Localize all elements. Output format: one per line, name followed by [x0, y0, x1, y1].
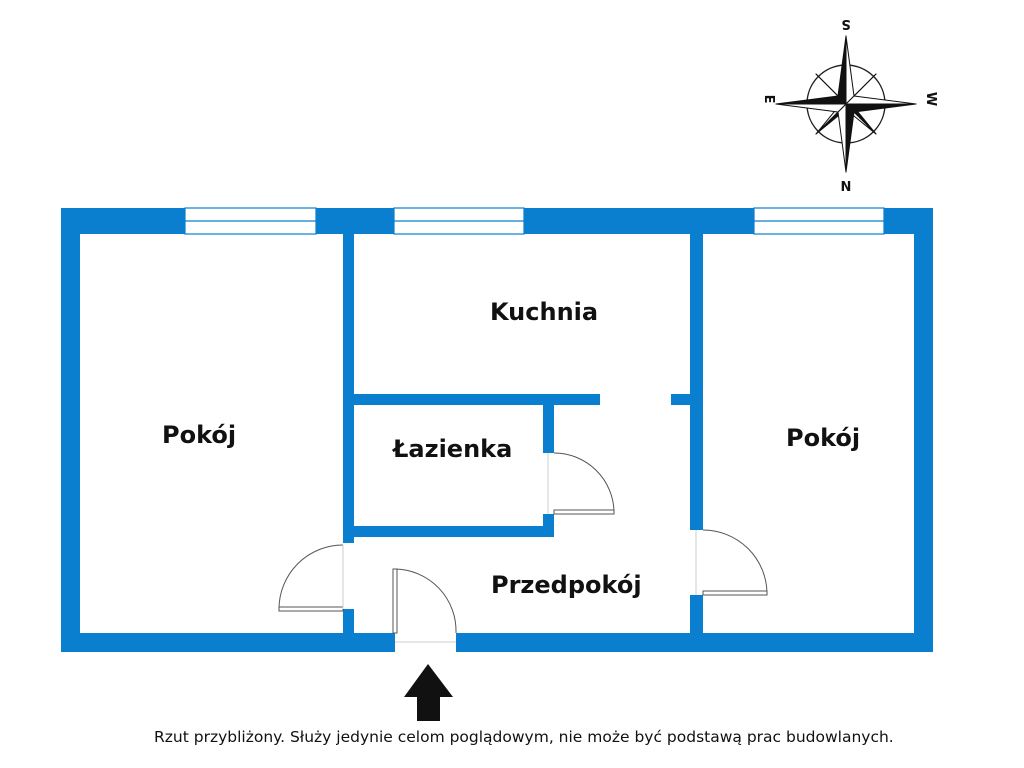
door-right-room [695, 529, 768, 596]
wall-bath-right-upper [543, 405, 554, 453]
door-entrance [392, 568, 457, 643]
compass-letter-right: W [923, 92, 938, 106]
compass-rose-icon [775, 35, 917, 173]
outer-wall-bottom-2 [456, 633, 933, 652]
label-bathroom: Łazienka [391, 435, 512, 463]
windows [184, 207, 885, 235]
wall-left-room-upper [343, 234, 354, 543]
outer-wall-top-3 [524, 208, 754, 234]
label-kitchen: Kuchnia [490, 298, 598, 326]
walls [61, 208, 933, 652]
window-right-room [753, 207, 885, 235]
wall-right-room-upper [690, 234, 703, 530]
outer-wall-bottom-1 [61, 633, 395, 652]
wall-bath-bottom [354, 526, 554, 537]
compass-letter-bottom: N [841, 180, 852, 195]
door-left-room [278, 544, 344, 612]
window-kitchen [393, 207, 525, 235]
doors [278, 452, 768, 643]
wall-kitchen-bottom-2 [671, 394, 690, 405]
disclaimer-text: Rzut przybliżony. Służy jedynie celom po… [154, 728, 894, 746]
door-bathroom [547, 452, 615, 515]
outer-wall-top-2 [316, 208, 394, 234]
label-room-right: Pokój [786, 424, 860, 452]
compass-letter-left: E [761, 95, 776, 104]
wall-right-room-lower [690, 595, 703, 633]
compass-letter-top: S [841, 16, 850, 31]
window-left-room [184, 207, 317, 235]
outer-wall-top-1 [61, 208, 185, 234]
label-room-left: Pokój [162, 421, 236, 449]
outer-wall-right [914, 208, 933, 652]
wall-kitchen-bottom-1 [354, 394, 600, 405]
entrance-arrow-icon [404, 664, 453, 721]
outer-wall-left [61, 208, 80, 652]
label-hallway: Przedpokój [491, 571, 642, 599]
wall-bath-right-lower [543, 514, 554, 537]
wall-left-room-lower [343, 609, 354, 633]
